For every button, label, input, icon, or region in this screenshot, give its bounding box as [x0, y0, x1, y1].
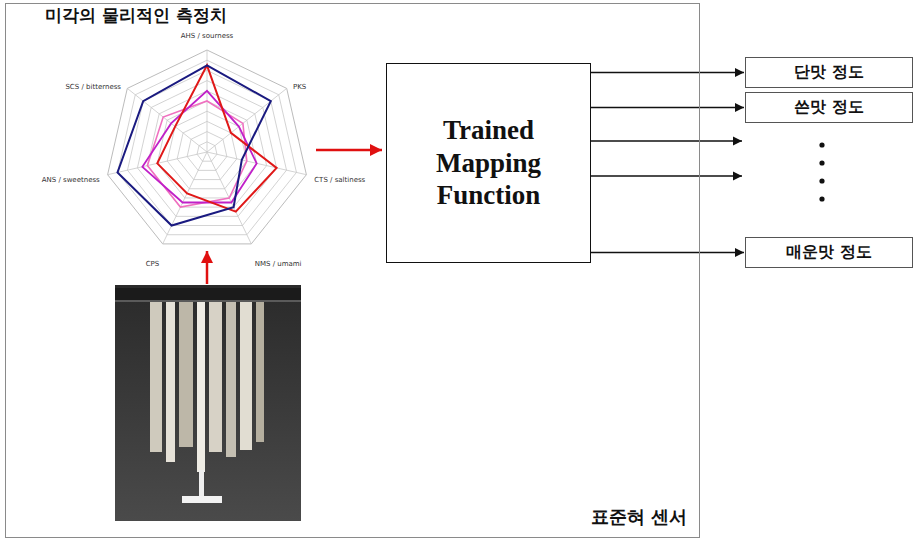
label-holder: AHS / sourness [181, 23, 233, 42]
output-arrow [591, 72, 744, 74]
axis-label: CTS / saltiness [314, 176, 365, 184]
process-box: Trained Mapping Function [386, 63, 591, 263]
axis-label: ANS / sweetness [42, 176, 100, 184]
panel-heading: 미각의 물리적인 측정치 [45, 6, 227, 26]
radar-chart [108, 50, 307, 244]
text-holder: Trained Mapping Function [406, 114, 571, 211]
axis-label: AHS / sourness [181, 32, 233, 40]
text-holder: 표준혀 센서 [591, 505, 687, 529]
label-holder: SCS / bitterness [65, 74, 121, 93]
output-text: 단맛 정도 [794, 62, 864, 83]
output-text: 쓴맛 정도 [794, 97, 864, 118]
output-text: 매운맛 정도 [786, 242, 872, 263]
output-box: 쓴맛 정도 [745, 92, 913, 123]
red-arrow [316, 149, 382, 152]
output-arrow [588, 175, 742, 177]
process-text: Trained Mapping Function [406, 114, 571, 211]
axis-label: NMS / umami [255, 260, 302, 268]
text-holder: 매운맛 정도 [786, 242, 872, 263]
output-box: 매운맛 정도 [745, 237, 913, 268]
label-holder: NMS / umami [255, 251, 302, 270]
label-holder: 미각의 물리적인 측정치 [45, 6, 227, 26]
axis-label: CPS [146, 260, 160, 268]
label-holder: ANS / sweetness [42, 167, 100, 186]
label-holder: PKS [293, 74, 306, 93]
output-box: 단맛 정도 [745, 57, 913, 88]
ellipsis-dots [819, 142, 824, 201]
label-holder: CPS [146, 251, 160, 270]
axis-label: SCS / bitterness [65, 83, 121, 91]
output-arrow [591, 107, 744, 109]
red-arrow [206, 251, 209, 284]
output-arrow [591, 252, 744, 254]
text-holder: 쓴맛 정도 [794, 97, 864, 118]
sensor-label: 표준혀 센서 [591, 505, 687, 529]
label-holder: CTS / saltiness [314, 167, 365, 186]
sensor-photo [115, 285, 301, 521]
axis-label: PKS [293, 83, 306, 91]
output-arrow [588, 140, 742, 142]
text-holder: 단맛 정도 [794, 62, 864, 83]
